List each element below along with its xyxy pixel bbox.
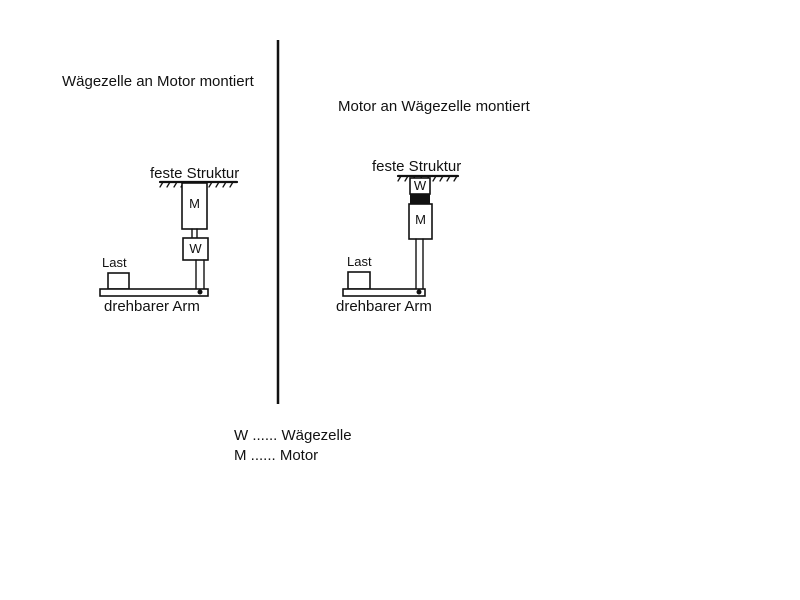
right-panel-title: Motor an Wägezelle montiert <box>338 98 531 115</box>
right-load-label: Last <box>347 254 372 269</box>
left-arm <box>99 288 209 297</box>
right-coupling <box>410 194 430 204</box>
left-structure-label: feste Struktur <box>150 165 239 182</box>
right-motor-symbol: M <box>415 212 426 227</box>
left-panel-title: Wägezelle an Motor montiert <box>62 73 255 90</box>
right-motor: M <box>408 203 433 240</box>
left-arm-label: drehbarer Arm <box>104 298 200 315</box>
right-link <box>415 238 424 293</box>
right-structure-label: feste Struktur <box>372 158 461 175</box>
right-arm <box>342 288 426 297</box>
right-load-box <box>347 271 371 290</box>
left-motor-symbol: M <box>189 196 200 211</box>
left-panel: Wägezelle an Motor montiert feste Strukt… <box>62 73 255 315</box>
legend-motor: M ...... Motor <box>234 447 318 464</box>
left-load-box <box>107 272 130 290</box>
right-load-cell-symbol: W <box>414 178 427 193</box>
right-arm-label: drehbarer Arm <box>336 298 432 315</box>
left-motor: M <box>181 182 208 230</box>
right-panel: Motor an Wägezelle montiert feste Strukt… <box>336 98 531 315</box>
right-load-cell: W <box>409 177 431 195</box>
left-load-label: Last <box>102 255 127 270</box>
left-load-cell-symbol: W <box>189 241 202 256</box>
legend: W ...... Wägezelle M ...... Motor <box>234 427 352 464</box>
left-link <box>195 259 205 293</box>
legend-load-cell: W ...... Wägezelle <box>234 427 352 444</box>
left-load-cell: W <box>182 237 209 261</box>
left-shaft-top <box>191 228 198 239</box>
left-pivot <box>197 289 203 295</box>
right-pivot <box>416 289 422 295</box>
